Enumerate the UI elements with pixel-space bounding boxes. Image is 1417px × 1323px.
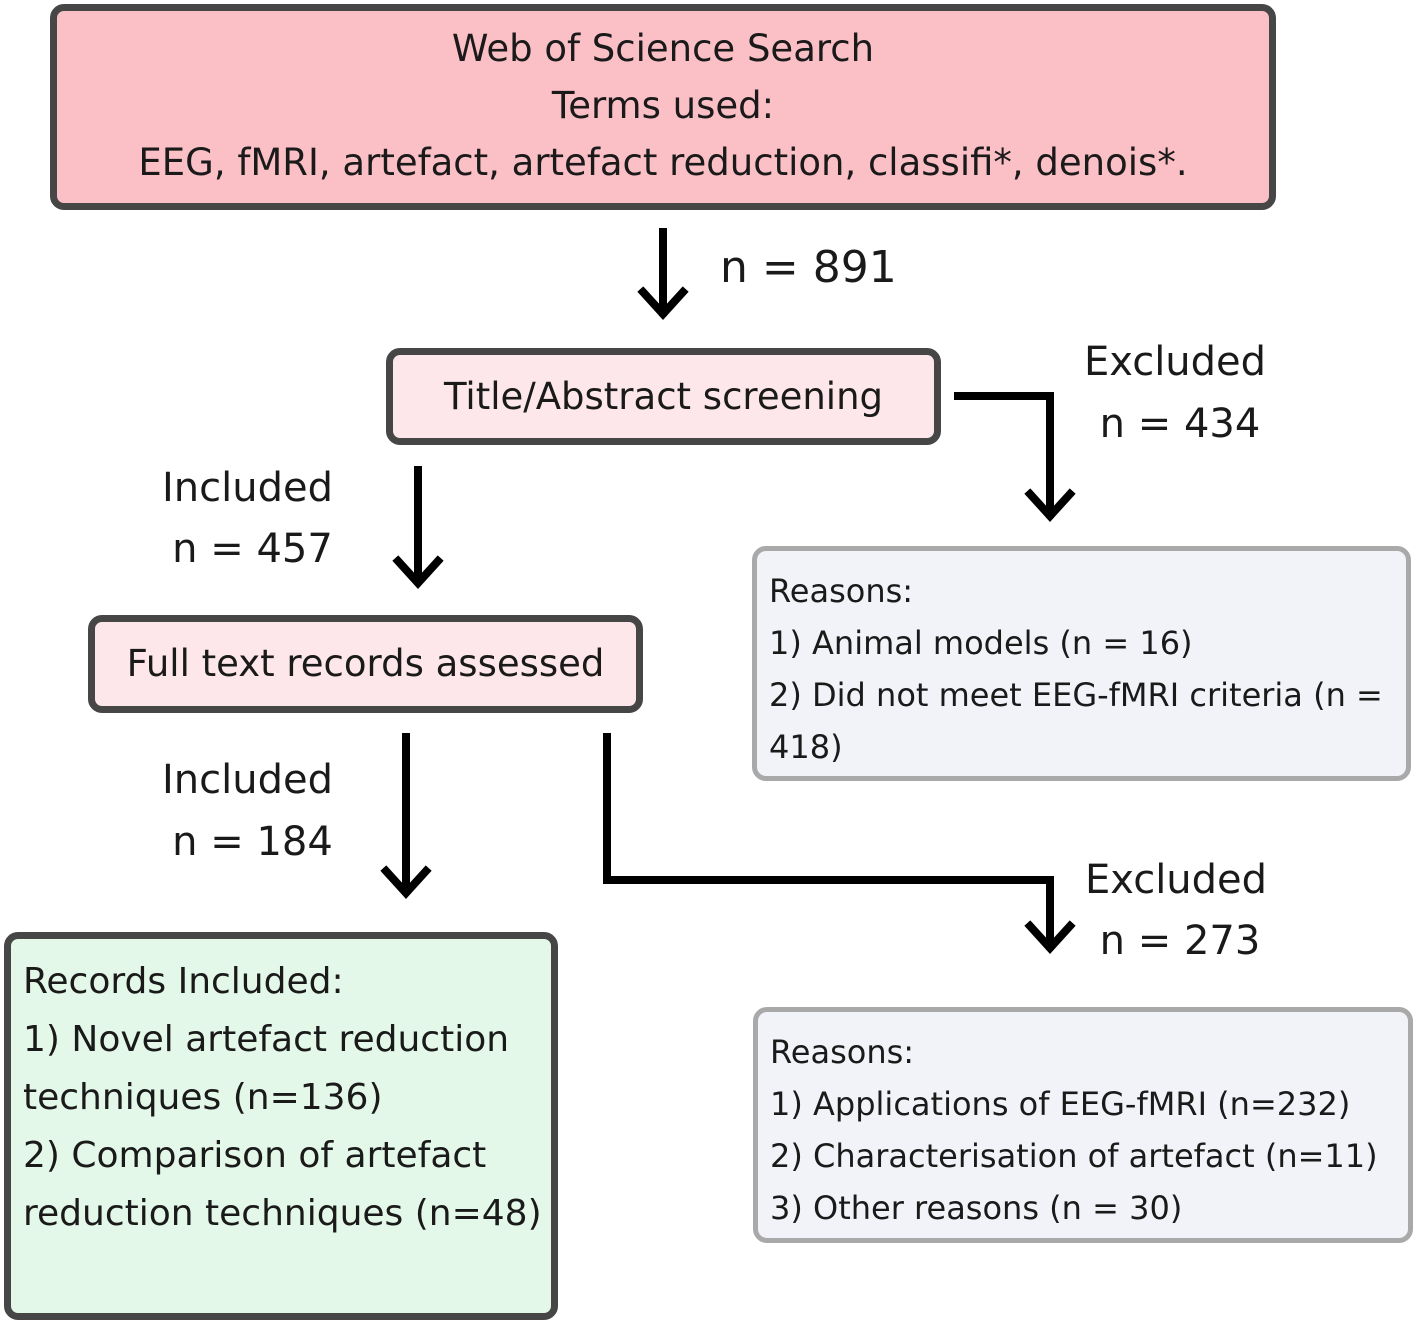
records-included-box: Records Included: 1) Novel artefact redu… <box>4 932 558 1320</box>
screening-box: Title/Abstract screening <box>386 348 941 445</box>
reason-item: 2) Characterisation of artefact (n=11) <box>770 1137 1378 1175</box>
records-title: Records Included: <box>23 961 344 1002</box>
excluded-fulltext-reasons-box: Reasons: 1) Applications of EEG-fMRI (n=… <box>753 1007 1413 1243</box>
reason-item: 1) Applications of EEG-fMRI (n=232) <box>770 1085 1351 1123</box>
excluded-screening-heading: Excluded <box>1083 339 1267 385</box>
search-box: Web of Science Search Terms used: EEG, f… <box>50 4 1276 210</box>
excluded-screening-count: n = 434 <box>1099 401 1261 447</box>
included-screening-count: n = 457 <box>172 526 333 572</box>
search-count-label: n = 891 <box>720 242 897 293</box>
included-screening-heading: Included <box>162 465 333 511</box>
reason-item: 2) Did not meet EEG-fMRI criteria (n = 4… <box>769 676 1383 766</box>
reasons-title: Reasons: <box>770 1033 915 1071</box>
arrow-fulltext-to-excluded <box>603 733 1076 954</box>
records-item: 1) Novel artefact reduction techniques (… <box>23 1019 510 1118</box>
fulltext-box: Full text records assessed <box>88 615 643 713</box>
excluded-screening-reasons-box: Reasons: 1) Animal models (n = 16) 2) Di… <box>752 546 1411 781</box>
included-fulltext-heading: Included <box>162 757 333 803</box>
records-item: 2) Comparison of artefact reduction tech… <box>23 1135 542 1234</box>
reasons-title: Reasons: <box>769 572 914 610</box>
excluded-fulltext-heading: Excluded <box>1084 857 1268 903</box>
excluded-fulltext-count: n = 273 <box>1099 918 1261 964</box>
included-fulltext-count: n = 184 <box>172 819 333 865</box>
search-terms: EEG, fMRI, artefact, artefact reduction,… <box>138 141 1188 184</box>
arrow-screening-to-excluded <box>954 392 1076 522</box>
arrow-screening-to-fulltext <box>392 466 444 589</box>
reason-item: 3) Other reasons (n = 30) <box>770 1189 1183 1227</box>
search-title: Web of Science Search <box>451 27 875 70</box>
fulltext-label: Full text records assessed <box>126 642 605 685</box>
arrow-search-to-screening <box>637 228 689 320</box>
arrow-fulltext-to-records <box>380 733 432 899</box>
reason-item: 1) Animal models (n = 16) <box>769 624 1193 662</box>
screening-label: Title/Abstract screening <box>443 375 884 418</box>
search-subtitle: Terms used: <box>551 84 775 127</box>
